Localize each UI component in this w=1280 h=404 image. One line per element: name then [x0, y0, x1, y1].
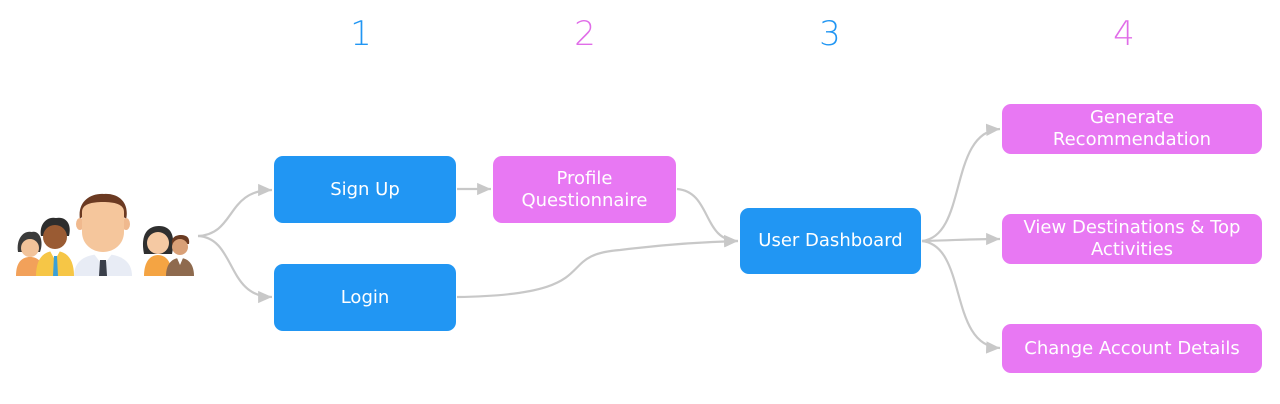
user-dashboard-label: User Dashboard — [758, 230, 903, 251]
connector-dashboard-to-recommendation — [921, 123, 1001, 243]
connector-questionnaire-to-dashboard — [676, 187, 739, 248]
sign-up-label: Sign Up — [330, 178, 400, 200]
profile-questionnaire-node[interactable]: Profile Questionnaire — [493, 156, 676, 223]
view-destinations-node[interactable]: View Destinations & Top Activities — [1002, 214, 1262, 264]
view-destinations-label: View Destinations & Top Activities — [1023, 217, 1241, 260]
connector-users-to-signup — [197, 183, 273, 238]
group-of-people-icon — [16, 193, 194, 276]
change-account-details-label: Change Account Details — [1024, 337, 1240, 359]
step-number-4: 4 — [1113, 14, 1135, 54]
connector-dashboard-to-destinations — [921, 232, 1001, 246]
change-account-details-node[interactable]: Change Account Details — [1002, 324, 1262, 373]
step-number-3: 3 — [819, 14, 841, 54]
connector-dashboard-to-account — [921, 239, 1001, 354]
generate-recommendation-label: Generate Recommendation — [1052, 107, 1212, 150]
login-label: Login — [340, 286, 390, 308]
profile-questionnaire-label: Profile Questionnaire — [521, 167, 648, 211]
sign-up-node[interactable]: Sign Up — [274, 156, 456, 223]
step-number-1: 1 — [350, 14, 372, 54]
connector-login-to-dashboard — [456, 235, 739, 299]
login-node[interactable]: Login — [274, 264, 456, 331]
connector-users-to-login — [197, 234, 273, 304]
generate-recommendation-node[interactable]: Generate Recommendation — [1002, 104, 1262, 154]
user-dashboard-node[interactable]: User Dashboard — [740, 208, 921, 274]
step-number-2: 2 — [574, 14, 596, 54]
